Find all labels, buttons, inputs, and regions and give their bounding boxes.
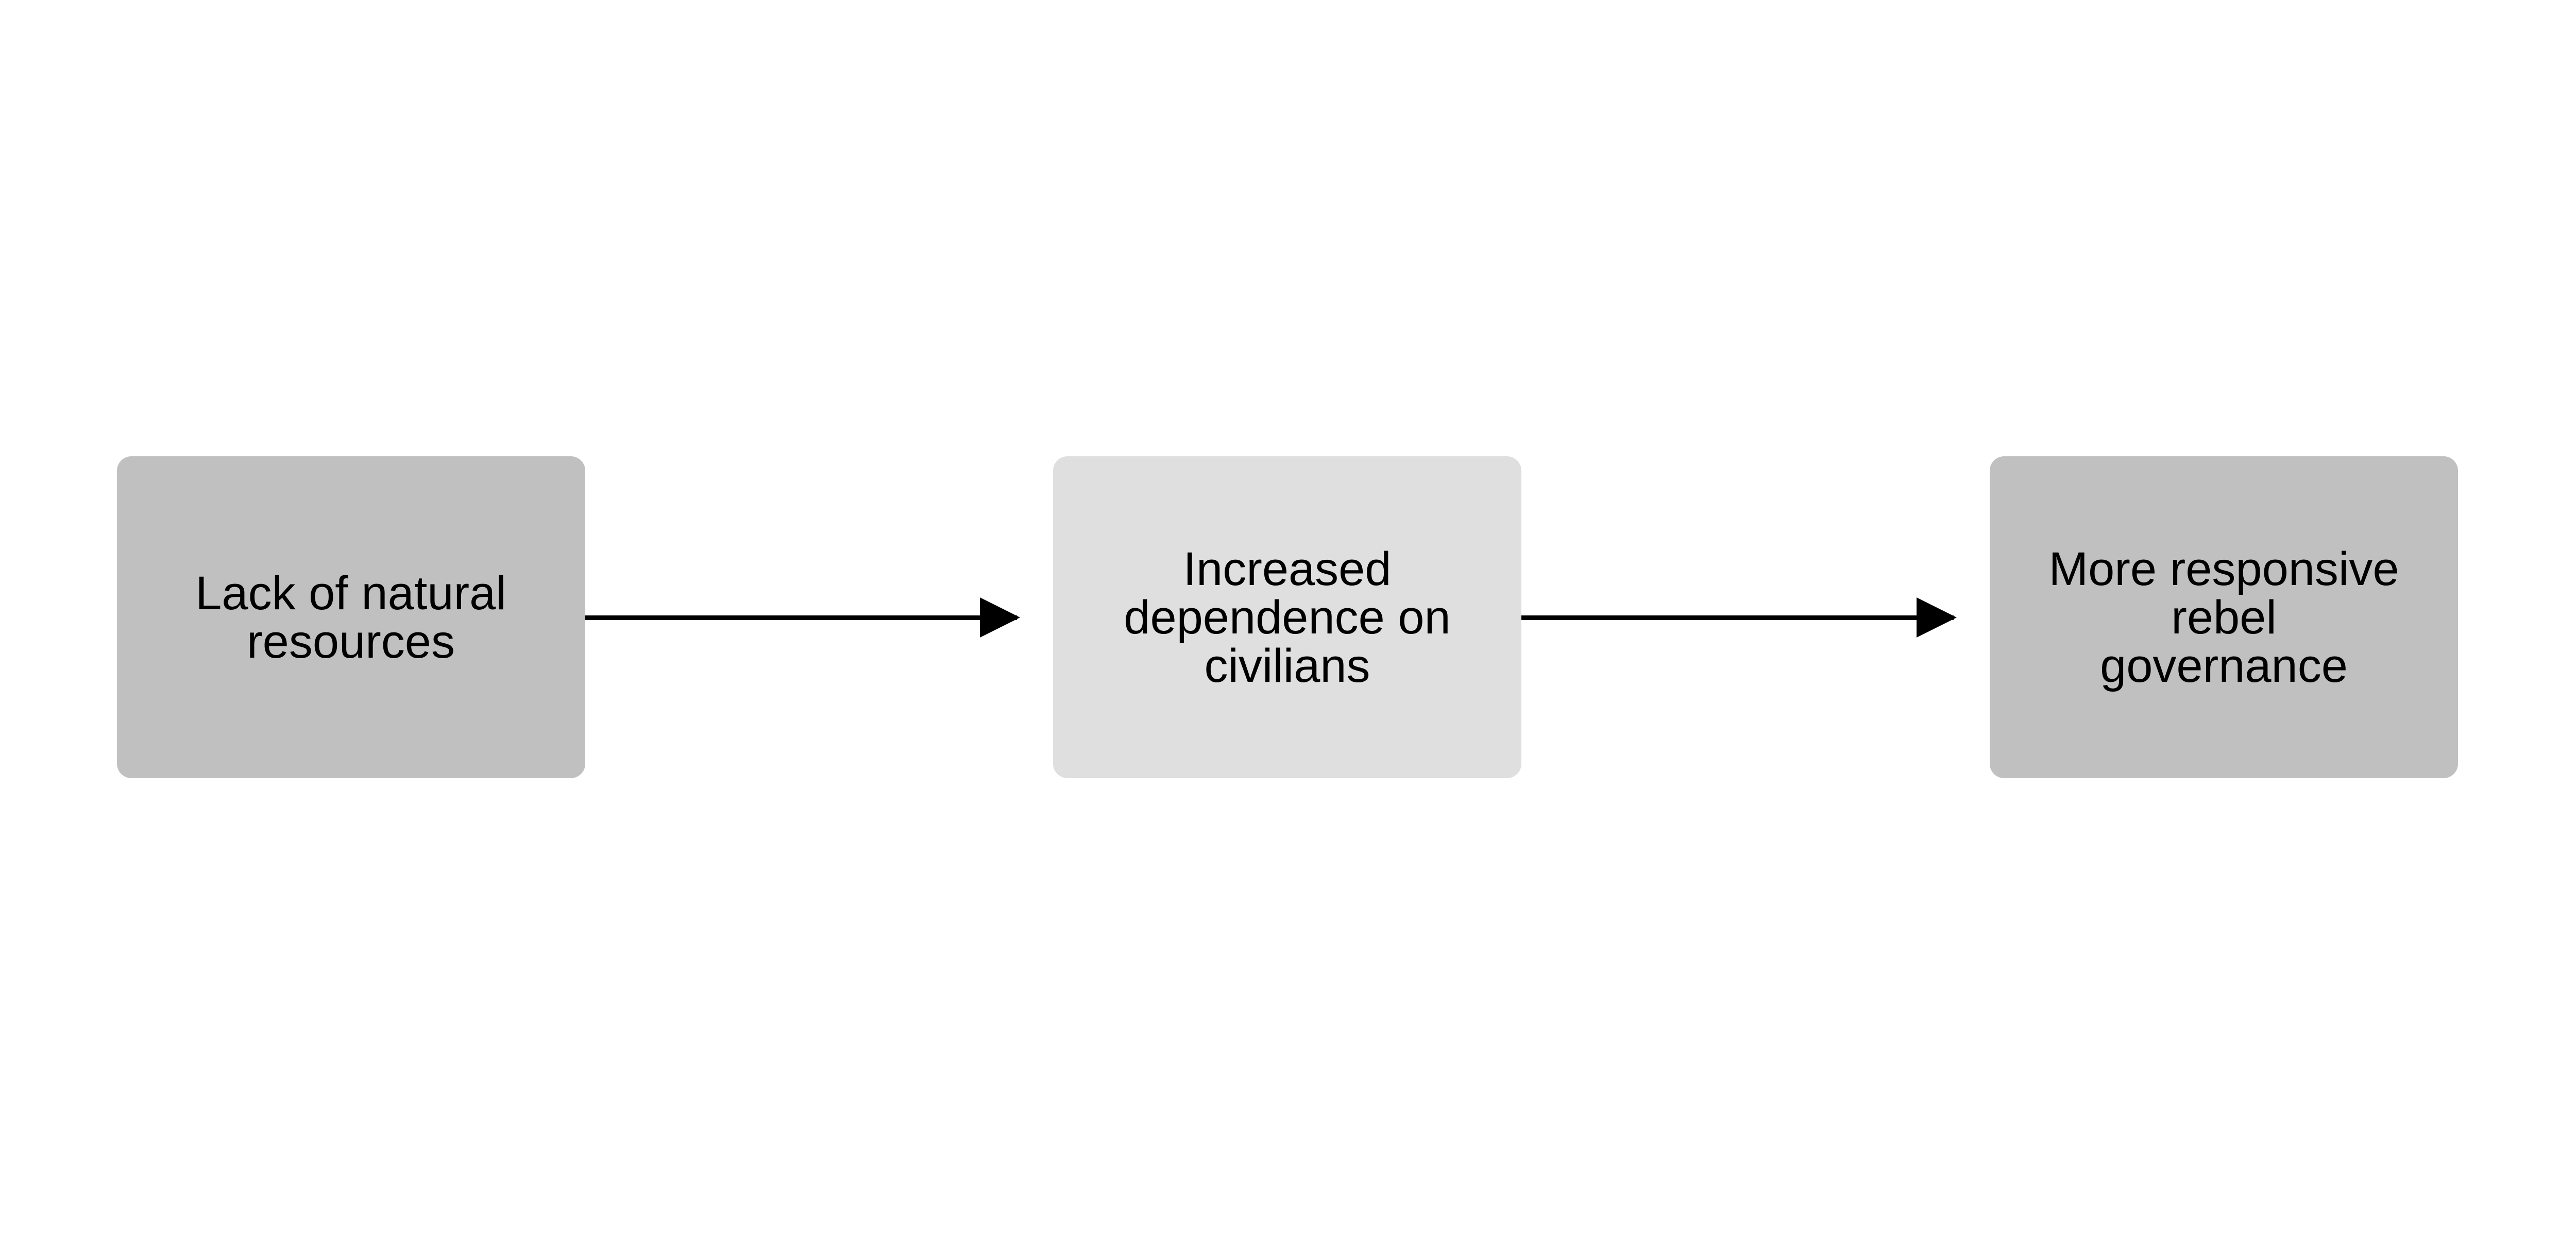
node-increased-dependence-on-civilians: Increased dependence on civilians bbox=[1053, 456, 1521, 778]
arrowhead-icon bbox=[1917, 597, 1957, 638]
node-label: Lack of natural resources bbox=[195, 566, 506, 668]
arrowhead-icon bbox=[979, 597, 1020, 638]
node-more-responsive-rebel-governance: More responsive rebel governance bbox=[1990, 456, 2458, 778]
node-label: More responsive rebel governance bbox=[2048, 542, 2399, 692]
edge-n2-n3 bbox=[1521, 597, 1957, 638]
node-label: Increased dependence on civilians bbox=[1124, 542, 1451, 692]
edge-n1-n2 bbox=[585, 597, 1020, 638]
node-lack-of-natural-resources: Lack of natural resources bbox=[116, 456, 585, 778]
